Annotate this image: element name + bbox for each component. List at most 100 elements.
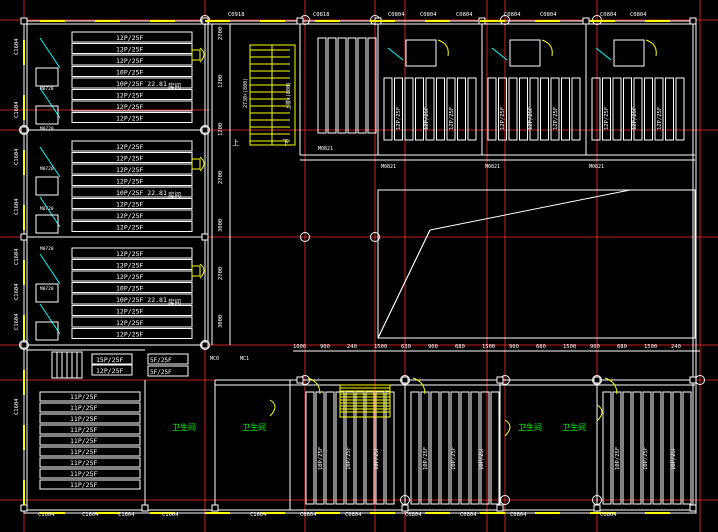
left-window-label: C1604 bbox=[14, 313, 20, 330]
door-swing bbox=[437, 39, 449, 57]
bed-block-v bbox=[675, 77, 685, 141]
column-block bbox=[401, 376, 409, 384]
bed-block-v bbox=[415, 77, 424, 141]
bed-block bbox=[39, 479, 141, 490]
bed-label: 12P/25F bbox=[116, 308, 143, 316]
bed-label: 12P/25F bbox=[116, 166, 143, 174]
bed-block bbox=[71, 140, 193, 152]
bed-block-v bbox=[490, 391, 500, 505]
bed-block-v bbox=[347, 37, 357, 134]
bottom-window-label: C0804 bbox=[345, 512, 362, 518]
bed-block bbox=[39, 413, 141, 424]
mid-tag: MC1 bbox=[240, 356, 249, 362]
bed-block-v bbox=[404, 77, 414, 141]
bed-block-v bbox=[325, 391, 335, 505]
top-window-label: C0918 bbox=[228, 12, 245, 18]
small-tag: M0720 bbox=[40, 86, 54, 92]
bed-block-v bbox=[457, 77, 466, 141]
bed-label: 12P/25F bbox=[116, 103, 143, 111]
bed-block bbox=[71, 293, 193, 305]
dim-label: 900 bbox=[320, 344, 330, 350]
bottom-window-label: C1604 bbox=[118, 512, 135, 518]
bed-label: 10P/25F bbox=[116, 69, 143, 77]
bed-block bbox=[71, 89, 193, 100]
bed-label: 11P/25F bbox=[70, 426, 97, 434]
bed-block bbox=[71, 77, 193, 89]
bed-block-v bbox=[591, 77, 601, 141]
doors bbox=[23, 20, 670, 514]
top-window-label: C0804 bbox=[600, 12, 617, 18]
bed-block-v bbox=[305, 391, 315, 505]
bed-label: 12P/25F bbox=[116, 319, 143, 327]
top-window-label: C0804 bbox=[456, 12, 473, 18]
stair-dim: 上楼×(800) bbox=[285, 82, 292, 110]
bed-label: 12P/25F bbox=[116, 143, 143, 151]
dim-col-label: 3000 bbox=[218, 315, 224, 328]
bed-label-v: 12P/25F bbox=[632, 107, 638, 130]
bed-label: 11P/25F bbox=[70, 459, 97, 467]
fixture-box bbox=[35, 321, 59, 341]
bed-block bbox=[39, 446, 141, 457]
door-swing bbox=[199, 47, 205, 63]
bed-block-v bbox=[561, 77, 570, 141]
bed-block-v bbox=[436, 77, 445, 141]
closet-box bbox=[405, 39, 437, 67]
bed-block-v bbox=[632, 391, 642, 505]
small-tag: M0720 bbox=[40, 166, 54, 172]
bed-block-v bbox=[345, 391, 355, 505]
bed-label: 11P/25F bbox=[70, 448, 97, 456]
bed-block-v bbox=[327, 37, 337, 134]
door-swing bbox=[412, 377, 426, 395]
fixture-box bbox=[35, 67, 59, 87]
bed-label-v: 10P/25F bbox=[374, 447, 380, 470]
bed-block-v bbox=[602, 391, 612, 505]
bed-label-v: 10P/25F bbox=[346, 447, 352, 470]
bed-block-v bbox=[623, 77, 632, 141]
door-tag: M0821 bbox=[589, 164, 604, 170]
bed-block-v bbox=[470, 391, 480, 505]
bed-block bbox=[71, 316, 193, 328]
bed-block-v bbox=[425, 77, 435, 141]
bed-label-v: 12P/25F bbox=[657, 107, 663, 130]
bed-block-v bbox=[383, 77, 393, 141]
bed-label: 12P/25F bbox=[116, 250, 143, 258]
bottom-window-label: C1604 bbox=[82, 512, 99, 518]
door-tag: M0821 bbox=[318, 146, 333, 152]
left-window-label: C1604 bbox=[14, 248, 20, 265]
dim-label: 240 bbox=[671, 344, 681, 350]
bed-block-v bbox=[652, 391, 662, 505]
column-block bbox=[201, 126, 209, 134]
door-swing bbox=[596, 404, 603, 422]
dim-label: 630 bbox=[401, 344, 411, 350]
bottom-window-label: C0804 bbox=[300, 512, 317, 518]
bed-label: 10P/25F 22.81 bbox=[116, 189, 167, 197]
bed-block-v bbox=[642, 391, 652, 505]
outer-wall bbox=[26, 23, 694, 511]
bed-label: 12P/25F bbox=[116, 115, 143, 123]
left-window-label: C1604 bbox=[14, 101, 20, 118]
bed-label: 12P/25F bbox=[116, 155, 143, 163]
column-block bbox=[20, 17, 28, 25]
bottom-window-label: C1604 bbox=[38, 512, 55, 518]
bed-label: 12P/25F bbox=[116, 262, 143, 270]
column-block bbox=[689, 17, 697, 25]
room-note: 房间 bbox=[168, 81, 181, 90]
bed-label: 12P/25F bbox=[116, 57, 143, 65]
bed-block-v bbox=[654, 77, 664, 141]
bed-block-v bbox=[317, 37, 327, 134]
bed-label-v: 10P/25F bbox=[479, 447, 485, 470]
bed-block-v bbox=[487, 77, 497, 141]
bed-block-v bbox=[365, 391, 375, 505]
bed-block-v bbox=[410, 391, 420, 505]
bed-block bbox=[71, 259, 193, 270]
dim-col-label: 2700 bbox=[218, 27, 224, 40]
dim-label: 1500 bbox=[482, 344, 495, 350]
bed-block-v bbox=[602, 77, 611, 141]
door-swing bbox=[307, 377, 321, 395]
column-block bbox=[20, 126, 28, 134]
fixture-line bbox=[39, 146, 61, 178]
bed-block bbox=[71, 175, 193, 186]
dim-col-label: 2700 bbox=[218, 171, 224, 184]
door-swing bbox=[541, 39, 553, 57]
bed-block-v bbox=[529, 77, 539, 141]
